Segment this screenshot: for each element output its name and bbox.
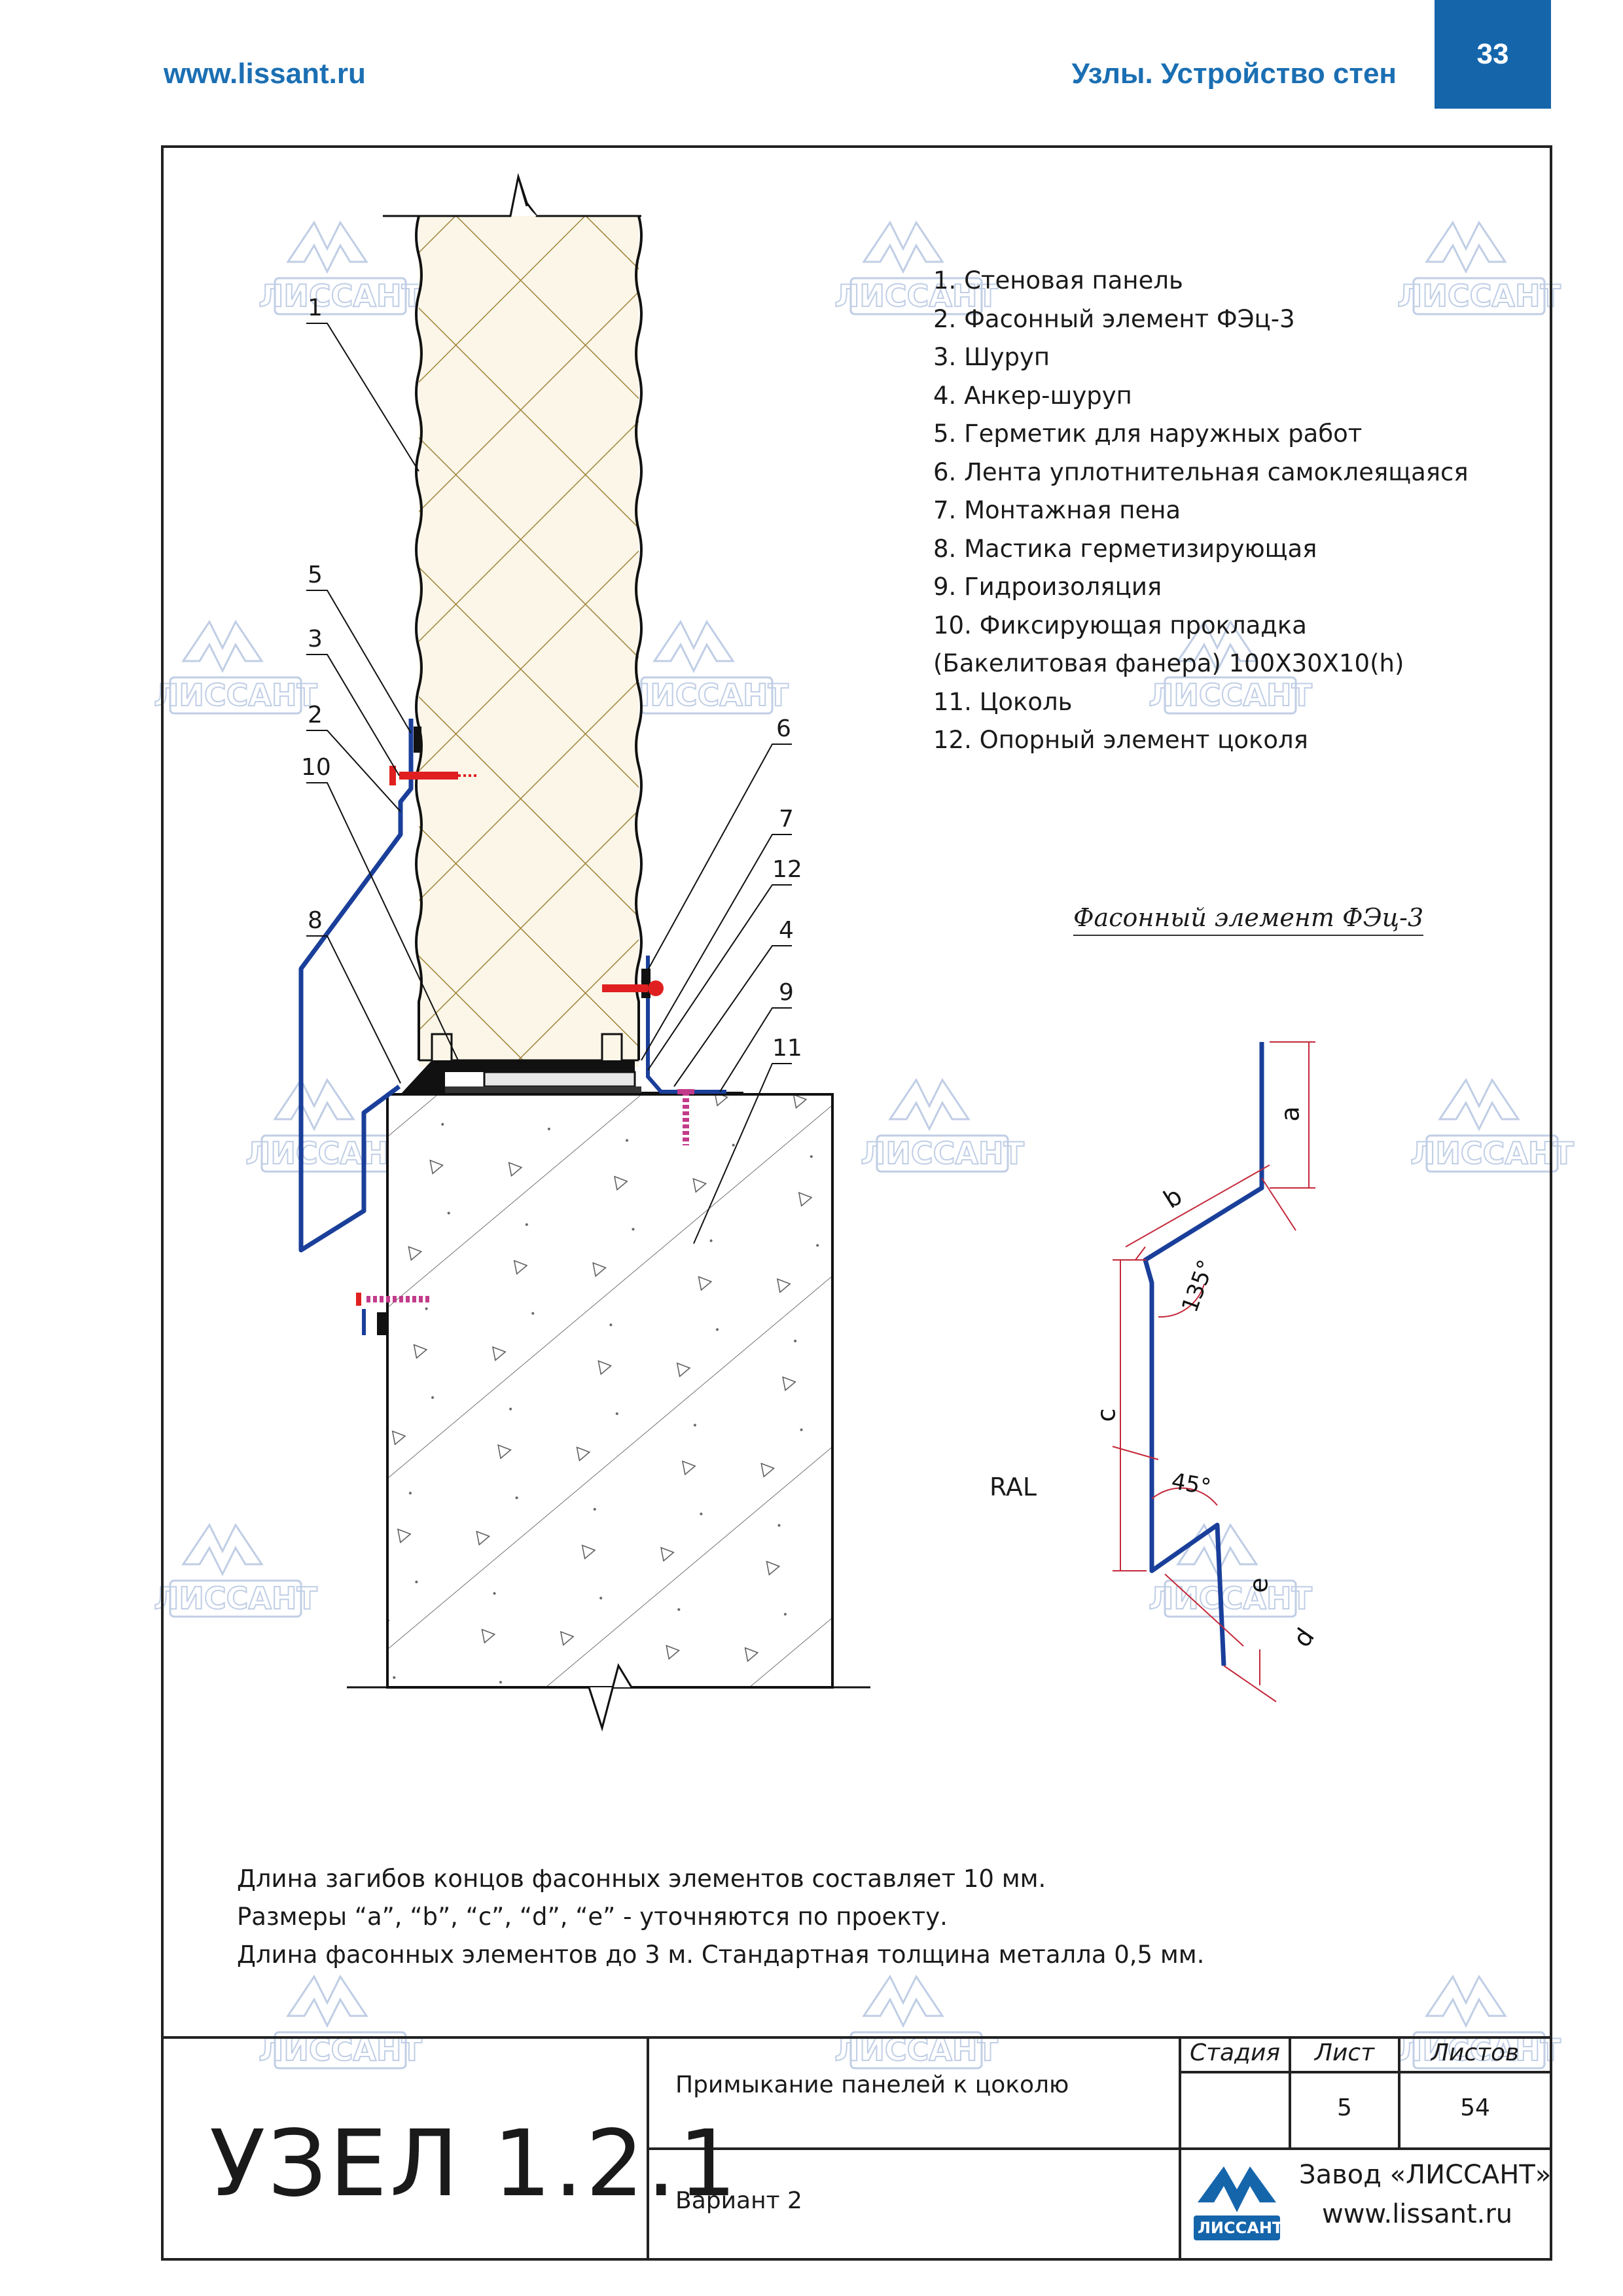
legend-item: 2. Фасонный элемент ФЭц-3 bbox=[933, 304, 1295, 333]
legend-item: 9. Гидроизоляция bbox=[933, 573, 1162, 601]
flashing-element bbox=[298, 719, 414, 1253]
ral-label: RAL bbox=[990, 1473, 1037, 1501]
note-line: Длина загибов концов фасонных элементов … bbox=[237, 1865, 1046, 1893]
callout-9: 9 bbox=[779, 979, 794, 1006]
node-title: УЗЕЛ 1.2.1 bbox=[209, 2111, 740, 2217]
sheet-frame bbox=[161, 145, 1552, 2261]
profile-drawing bbox=[1112, 1041, 1315, 1702]
legend-item: 6. Лента уплотнительная самоклеящаяся bbox=[933, 457, 1469, 486]
company-logo bbox=[1194, 2166, 1280, 2240]
sheet-label: Лист bbox=[1314, 2039, 1375, 2066]
legend-item: 5. Герметик для наружных работ bbox=[933, 420, 1363, 448]
node-description: Примыкание панелей к цоколю bbox=[675, 2072, 1069, 2098]
dim-c: c bbox=[1092, 1408, 1121, 1422]
logo-text: ЛИССАНТ bbox=[1198, 2219, 1283, 2237]
sheets-label: Листов bbox=[1431, 2039, 1520, 2066]
title-block bbox=[162, 2036, 1551, 2259]
company-name: Завод «ЛИССАНТ» bbox=[1299, 2160, 1552, 2190]
callout-11: 11 bbox=[772, 1035, 802, 1062]
callout-5: 5 bbox=[308, 562, 323, 588]
screw-icon bbox=[389, 766, 478, 785]
legend-item: 3. Шуруп bbox=[933, 343, 1050, 371]
company-site[interactable]: www.lissant.ru bbox=[1322, 2199, 1513, 2229]
callout-7: 7 bbox=[779, 806, 794, 833]
legend-item: 7. Монтажная пена bbox=[933, 496, 1181, 524]
sheets-value: 54 bbox=[1460, 2094, 1490, 2121]
legend-item: 8. Мастика герметизирующая bbox=[933, 534, 1317, 563]
legend-item: 11. Цоколь bbox=[933, 687, 1073, 716]
dim-a: a bbox=[1275, 1106, 1305, 1122]
plinth bbox=[347, 1093, 870, 1732]
legend: 1. Стеновая панель 2. Фасонный элемент Ф… bbox=[933, 262, 1469, 760]
legend-item: 4. Анкер-шуруп bbox=[933, 381, 1132, 410]
anchor-screw-icon bbox=[602, 980, 664, 996]
note-line: Длина фасонных элементов до 3 м. Стандар… bbox=[237, 1941, 1205, 1969]
page-number: 33 bbox=[1435, 0, 1551, 109]
support-element bbox=[646, 956, 726, 1094]
callout-8: 8 bbox=[308, 907, 323, 934]
legend-item: 10. Фиксирующая прокладка bbox=[933, 611, 1307, 639]
profile-title: Фасонный элемент ФЭц-3 bbox=[1073, 903, 1424, 936]
legend-item: 1. Стеновая панель bbox=[933, 266, 1183, 295]
stage-label: Стадия bbox=[1189, 2039, 1281, 2066]
note-line: Размеры “a”, “b”, “c”, “d”, “e” - уточня… bbox=[237, 1903, 948, 1931]
plinth-screw-icon bbox=[356, 1293, 432, 1306]
callout-10: 10 bbox=[301, 754, 331, 781]
leader-lines bbox=[306, 323, 792, 1244]
callout-1: 1 bbox=[308, 295, 323, 321]
dim-e: e bbox=[1244, 1577, 1274, 1593]
legend-item: (Бакелитовая фанера) 100Х30Х10(h) bbox=[933, 649, 1404, 677]
section-title: Узлы. Устройство стен bbox=[1071, 58, 1397, 90]
site-url[interactable]: www.lissant.ru bbox=[164, 58, 366, 90]
callout-3: 3 bbox=[308, 626, 323, 653]
sheet-value: 5 bbox=[1337, 2094, 1352, 2121]
callout-6: 6 bbox=[776, 715, 791, 742]
callout-4: 4 bbox=[779, 917, 794, 944]
notes: Длина загибов концов фасонных элементов … bbox=[237, 1860, 1204, 1974]
callout-12: 12 bbox=[772, 856, 802, 883]
wall-panel bbox=[383, 173, 643, 1067]
legend-item: 12. Опорный элемент цоколя bbox=[933, 726, 1308, 754]
plinth-anchor-icon bbox=[677, 1089, 694, 1145]
node-variant: Вариант 2 bbox=[675, 2187, 802, 2214]
callout-2: 2 bbox=[308, 702, 323, 728]
